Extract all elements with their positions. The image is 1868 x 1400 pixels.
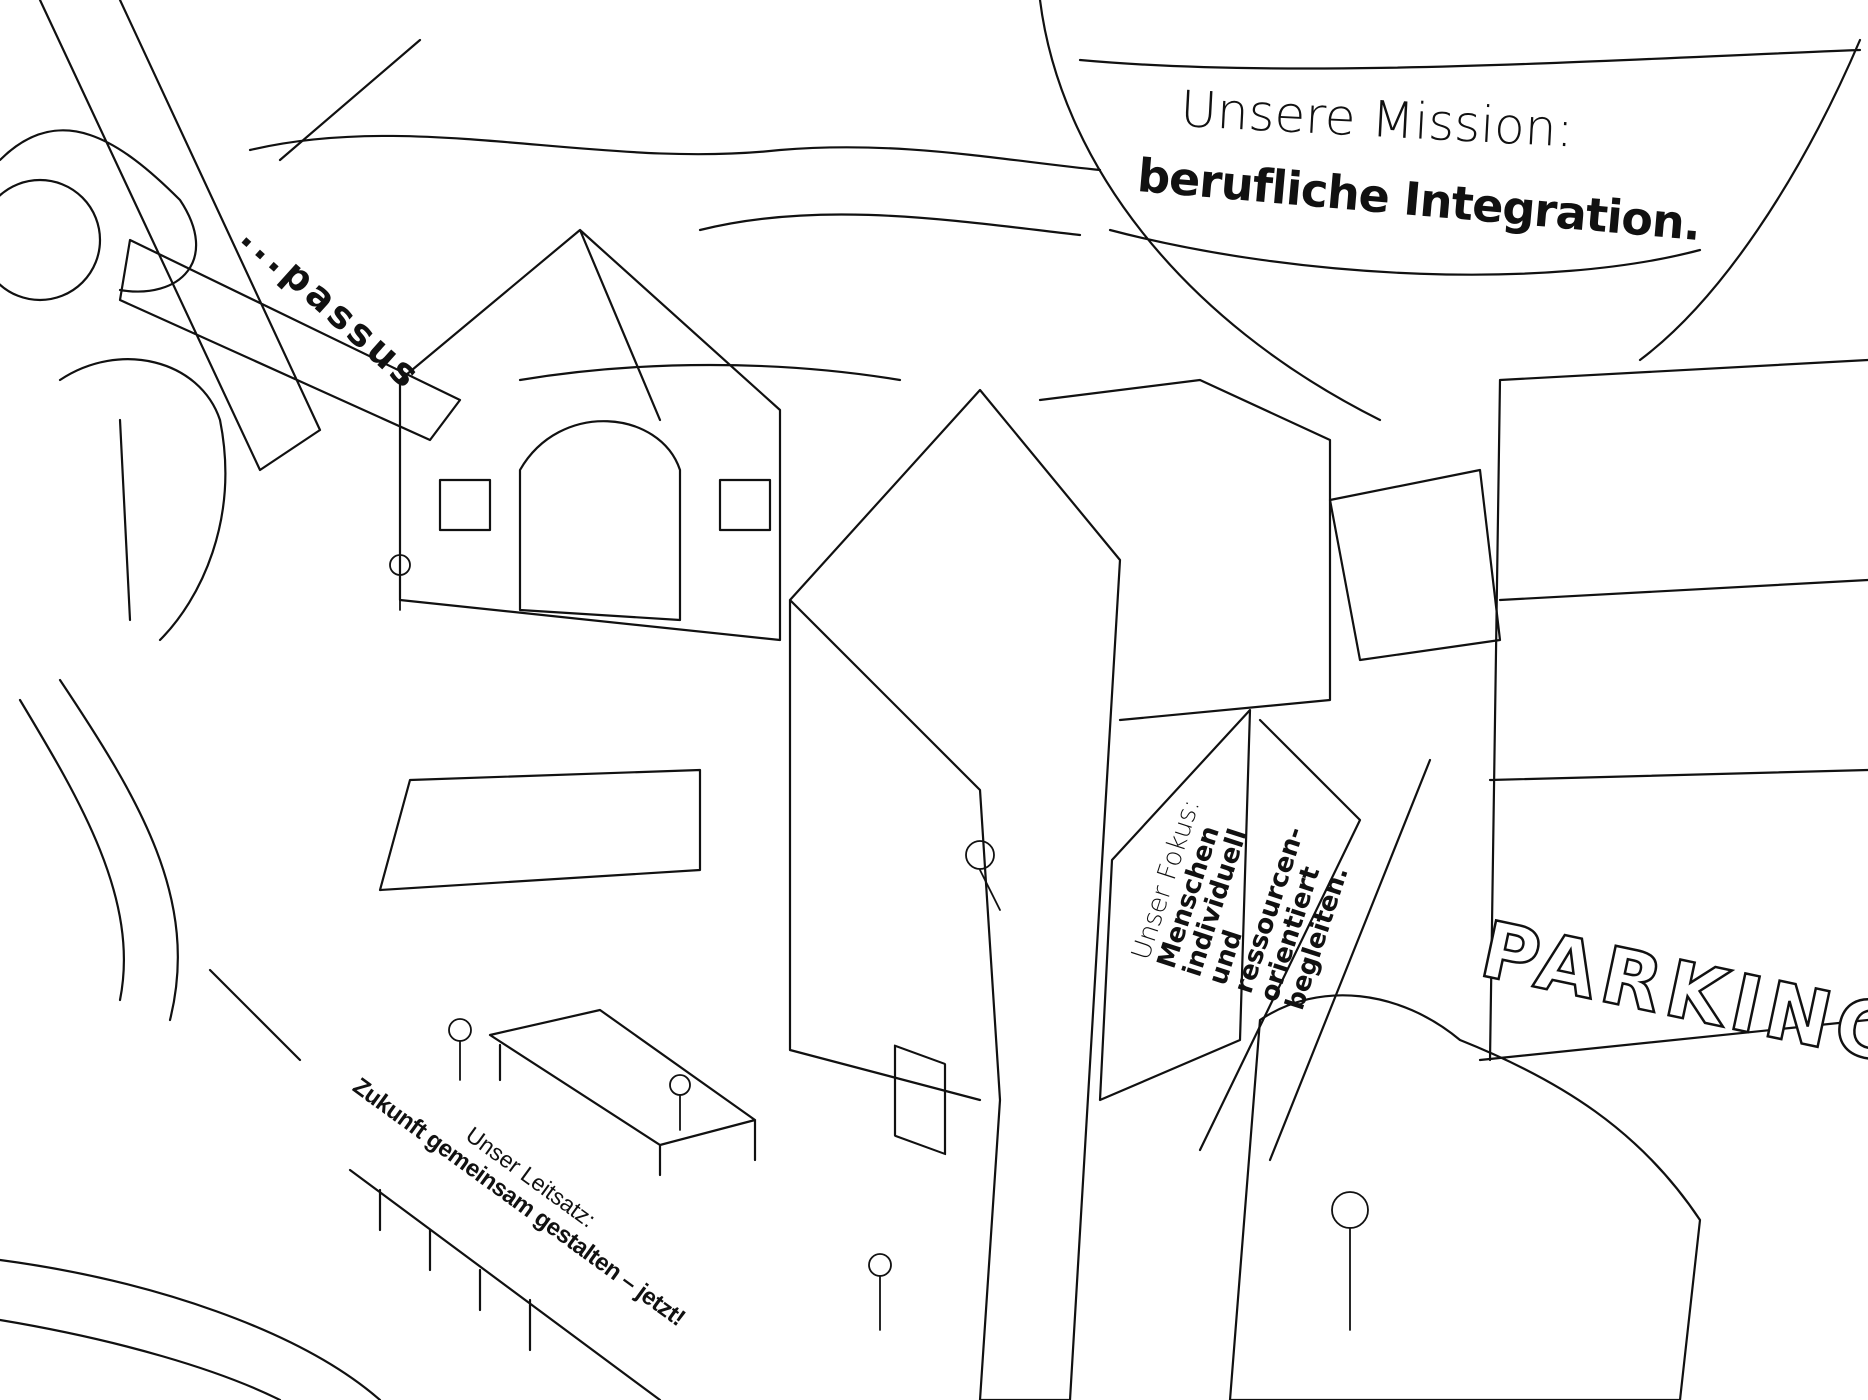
- willow-tree: [58, 358, 227, 642]
- rear-house: [1038, 378, 1332, 722]
- street: [1198, 718, 1432, 1162]
- fence: [208, 968, 662, 1400]
- hills: [518, 363, 902, 382]
- hedge: [1228, 994, 1702, 1400]
- river: [18, 678, 179, 1022]
- hot-air-balloon: [1038, 0, 1862, 422]
- canal: [0, 1258, 382, 1400]
- focus-sign-board: [1098, 708, 1252, 1102]
- barn-window: [438, 478, 492, 532]
- figures: [389, 554, 1369, 1331]
- barn-window: [718, 478, 772, 532]
- hills: [698, 213, 1082, 237]
- hills: [248, 134, 1102, 172]
- airplane: [0, 0, 462, 472]
- barn-door: [518, 420, 682, 622]
- tall-house: [788, 388, 1122, 1400]
- long-table: [488, 1008, 757, 1177]
- balloon-basket: [1328, 468, 1502, 662]
- sandbox: [378, 768, 702, 892]
- plane-antenna: [278, 38, 422, 162]
- propeller: [0, 178, 102, 302]
- barn: [398, 228, 782, 642]
- parking-garage: [1478, 358, 1868, 1062]
- house-window: [893, 1044, 947, 1156]
